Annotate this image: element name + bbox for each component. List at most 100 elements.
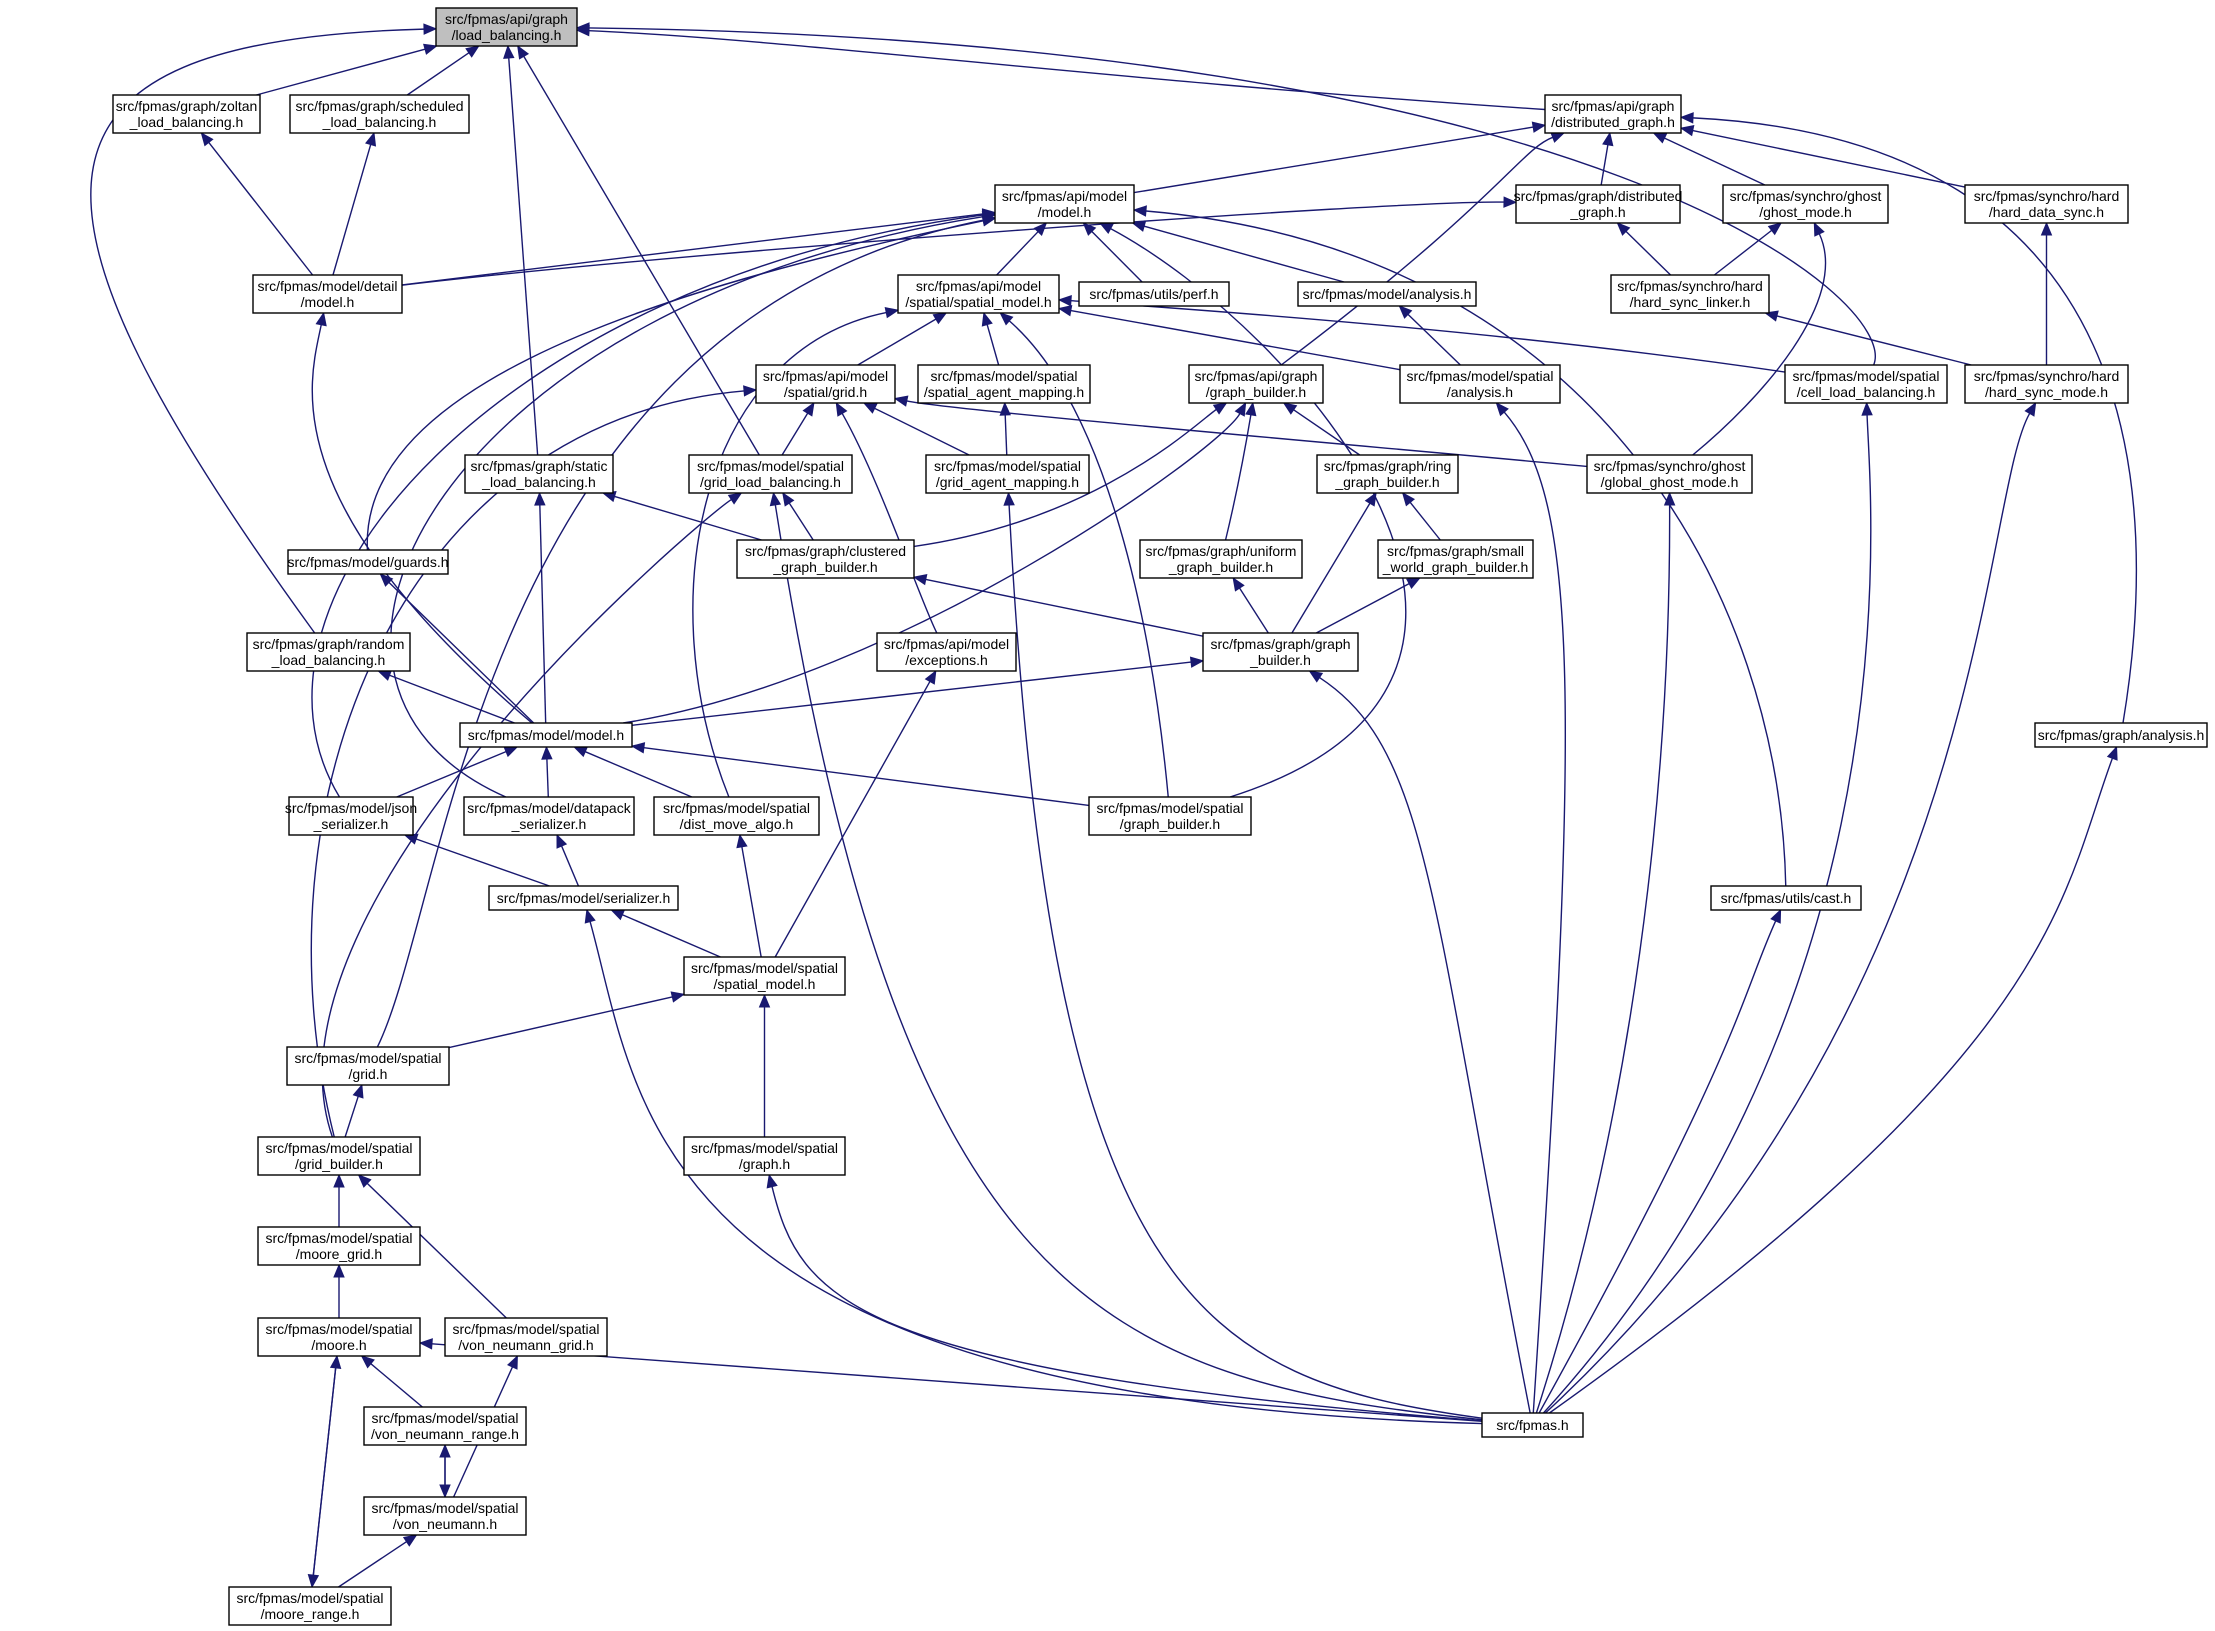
node-box [755, 364, 896, 404]
node-ghostmode[interactable]: src/fpmas/synchro/ghost/ghost_mode.h [1722, 184, 1889, 224]
node-apimodel[interactable]: src/fpmas/api/model/model.h [994, 184, 1135, 224]
edge-line [311, 214, 984, 798]
node-moore[interactable]: src/fpmas/model/spatial/moore.h [257, 1317, 421, 1357]
node-gridb[interactable]: src/fpmas/model/spatial/grid_builder.h [257, 1136, 421, 1176]
edge-uniform-to-apigb [1224, 401, 1257, 541]
node-sched[interactable]: src/fpmas/graph/scheduled_load_balancing… [289, 94, 470, 134]
node-uniform[interactable]: src/fpmas/graph/uniform_graph_builder.h [1139, 539, 1303, 579]
edge-dpack-to-mmodel [541, 745, 553, 798]
node-dpack[interactable]: src/fpmas/model/datapack_serializer.h [463, 796, 635, 836]
node-cast[interactable]: src/fpmas/utils/cast.h [1710, 885, 1862, 911]
node-sgraph[interactable]: src/fpmas/model/spatial/graph.h [683, 1136, 846, 1176]
node-zoltan[interactable]: src/fpmas/graph/zoltan_load_balancing.h [112, 94, 261, 134]
node-apigb[interactable]: src/fpmas/api/graph/graph_builder.h [1188, 364, 1324, 404]
node-fpmas[interactable]: src/fpmas.h [1481, 1412, 1584, 1438]
node-label-line: /moore_range.h [261, 1606, 360, 1622]
node-exc[interactable]: src/fpmas/api/model/exceptions.h [876, 632, 1017, 672]
node-json[interactable]: src/fpmas/model/json_serializer.h [285, 796, 417, 836]
edge-line [774, 681, 931, 958]
node-hsm[interactable]: src/fpmas/synchro/hard/hard_sync_mode.h [1964, 364, 2129, 404]
node-clb[interactable]: src/fpmas/model/spatial/cell_load_balanc… [1784, 364, 1948, 404]
edge-arrowhead [418, 1338, 433, 1350]
node-gdist[interactable]: src/fpmas/graph/distributed_graph.h [1514, 184, 1683, 224]
node-perf[interactable]: src/fpmas/utils/perf.h [1078, 281, 1230, 307]
edge-arrowhead [517, 44, 530, 60]
edge-perf-to-apimodel [1082, 222, 1143, 283]
edge-line [311, 324, 533, 724]
node-box [1964, 364, 2129, 404]
edge-line [389, 674, 515, 724]
node-vng[interactable]: src/fpmas/model/spatial/von_neumann_grid… [444, 1317, 608, 1357]
node-guards[interactable]: src/fpmas/model/guards.h [287, 549, 449, 575]
node-ganal[interactable]: src/fpmas/graph/analysis.h [2034, 722, 2208, 748]
edge-line [376, 219, 984, 1048]
edge-arrowhead [2024, 401, 2037, 417]
node-box [994, 184, 1135, 224]
node-apigrid[interactable]: src/fpmas/api/model/spatial/grid.h [755, 364, 896, 404]
edge-line [913, 408, 1217, 548]
edge-arrowhead [1308, 670, 1324, 683]
node-box [289, 94, 470, 134]
edge-line [90, 28, 425, 634]
node-ring[interactable]: src/fpmas/graph/ring_graph_builder.h [1316, 454, 1459, 494]
node-distg[interactable]: src/fpmas/api/graph/distributed_graph.h [1544, 94, 1682, 134]
node-vnr[interactable]: src/fpmas/model/spatial/von_neumann_rang… [363, 1406, 527, 1446]
node-ser[interactable]: src/fpmas/model/serializer.h [488, 885, 679, 911]
node-sgb[interactable]: src/fpmas/model/spatial/graph_builder.h [1088, 796, 1252, 836]
node-vn[interactable]: src/fpmas/model/spatial/von_neumann.h [363, 1496, 527, 1536]
edge-hds-to-distg [1679, 125, 1966, 188]
node-box [1088, 796, 1252, 836]
node-mr[interactable]: src/fpmas/model/spatial/moore_range.h [228, 1586, 392, 1626]
node-ggm[interactable]: src/fpmas/synchro/ghost/global_ghost_mod… [1586, 454, 1753, 494]
edge-arrowhead [1679, 112, 1694, 124]
node-glb[interactable]: src/fpmas/model/spatial/grid_load_balanc… [688, 454, 853, 494]
node-mgrid2[interactable]: src/fpmas/model/spatial/moore_grid.h [257, 1226, 421, 1266]
node-small[interactable]: src/fpmas/graph/small_world_graph_builde… [1377, 539, 1534, 579]
node-static[interactable]: src/fpmas/graph/static_load_balancing.h [464, 454, 614, 494]
node-label-line: _load_balancing.h [271, 652, 386, 668]
edge-line [396, 750, 507, 798]
node-box [2034, 722, 2208, 748]
edge-hsm-to-hds [2040, 221, 2053, 365]
edges-layer [90, 22, 2138, 1589]
node-label-line: src/fpmas.h [1496, 1417, 1568, 1433]
edge-fpmas-to-ggb [1308, 670, 1531, 1414]
node-manal[interactable]: src/fpmas/model/analysis.h [1297, 281, 1477, 307]
node-hds[interactable]: src/fpmas/synchro/hard/hard_data_sync.h [1964, 184, 2129, 224]
edge-sanal-to-apispatial [1057, 304, 1401, 371]
node-ggb[interactable]: src/fpmas/graph/graph_builder.h [1202, 632, 1359, 672]
node-sam[interactable]: src/fpmas/model/spatial/spatial_agent_ma… [917, 364, 1091, 404]
node-label-line: src/fpmas/api/graph [1195, 368, 1318, 384]
node-gam[interactable]: src/fpmas/model/spatial/grid_agent_mappi… [925, 454, 1090, 494]
node-mmodel[interactable]: src/fpmas/model/model.h [459, 722, 633, 748]
node-dma[interactable]: src/fpmas/model/spatial/dist_move_algo.h [653, 796, 820, 836]
node-apispatial[interactable]: src/fpmas/api/model/spatial/spatial_mode… [897, 274, 1060, 314]
node-label-line: _graph_builder.h [772, 559, 877, 575]
edge-arrowhead [802, 401, 815, 417]
node-detail[interactable]: src/fpmas/model/detail/model.h [252, 274, 403, 314]
node-box [1316, 454, 1459, 494]
edge-line [1224, 414, 1252, 541]
edge-line [1544, 413, 2031, 1414]
node-sanal[interactable]: src/fpmas/model/spatial/analysis.h [1399, 364, 1561, 404]
node-box [1139, 539, 1303, 579]
node-label-line: src/fpmas/graph/clustered [745, 543, 906, 559]
node-lb[interactable]: src/fpmas/api/graph/load_balancing.h [435, 7, 578, 47]
edge-arrowhead [1057, 304, 1073, 317]
edge-line [857, 318, 937, 366]
node-box [459, 722, 633, 748]
node-clustered[interactable]: src/fpmas/graph/clustered_graph_builder.… [736, 539, 915, 579]
edge-mmodel-to-guards [379, 573, 535, 724]
node-label-line: /exceptions.h [905, 652, 988, 668]
edge-line [614, 495, 762, 541]
node-msm[interactable]: src/fpmas/model/spatial/spatial_model.h [683, 956, 846, 996]
node-random[interactable]: src/fpmas/graph/random_load_balancing.h [246, 632, 411, 672]
node-mgrid[interactable]: src/fpmas/model/spatial/grid.h [286, 1046, 450, 1086]
edge-line [631, 661, 1192, 726]
node-box [683, 1136, 846, 1176]
edge-line [1070, 309, 1401, 371]
edge-fpmas-to-ggm [1535, 491, 1676, 1414]
edge-arrowhead [200, 131, 214, 147]
node-hsl[interactable]: src/fpmas/synchro/hard/hard_sync_linker.… [1610, 274, 1770, 314]
edge-ser-to-dpack [556, 833, 580, 887]
